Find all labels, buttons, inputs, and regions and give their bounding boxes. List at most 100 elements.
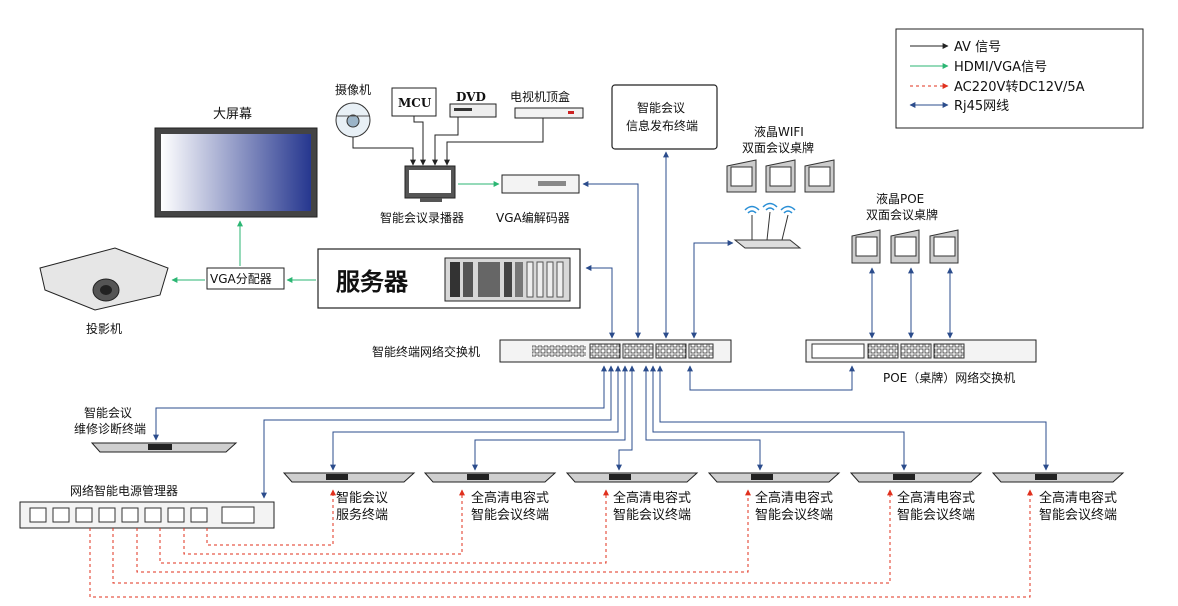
wifi-nameplate-line1: 液晶WIFI <box>754 124 804 139</box>
poe-nameplate <box>890 229 920 264</box>
conference-terminal-line1: 全高清电容式 <box>897 490 975 506</box>
big-screen-display <box>161 134 311 211</box>
camera-label: 摄像机 <box>335 82 371 97</box>
service-terminal: 智能会议 服务终端 <box>282 472 416 523</box>
big-screen-label: 大屏幕 <box>213 107 252 122</box>
conference-terminal-line1: 全高清电容式 <box>613 490 691 506</box>
conference-terminal-line2: 智能会议终端 <box>897 507 975 523</box>
conference-terminal-body <box>849 472 983 483</box>
av-stb-recorder <box>444 118 544 166</box>
publish-terminal-line1: 智能会议 <box>637 100 685 115</box>
power-terminal-5 <box>89 489 1033 598</box>
wifi-signal-icon <box>762 202 778 211</box>
av-dvd-recorder <box>432 117 459 166</box>
main-switch: 智能终端网络交换机 <box>372 339 732 363</box>
rj45-terminal-4 <box>650 365 907 471</box>
vga-splitter-box <box>206 267 285 290</box>
vga-splitter: VGA分配器 <box>206 267 285 290</box>
rj45-server-switch <box>585 265 615 339</box>
camera: 摄像机 <box>335 82 371 138</box>
legend-hdmi-label: HDMI/VGA信号 <box>954 60 1047 75</box>
dvd-player <box>449 103 497 118</box>
vga-codec: VGA编解码器 <box>496 174 580 225</box>
legend-box <box>895 28 1144 129</box>
dvd-label: DVD <box>456 90 486 104</box>
conference-terminal: 全高清电容式 智能会议终端 <box>849 472 983 523</box>
rj45-maint <box>153 365 607 441</box>
poe-nameplates: 液晶POE 双面会议桌牌 <box>851 191 959 264</box>
vga-splitter-label: VGA分配器 <box>210 272 272 286</box>
wifi-nameplate <box>726 159 757 193</box>
recorder: 智能会议录播器 <box>380 165 464 225</box>
power-terminal-3 <box>136 489 751 573</box>
wifi-signal-icon <box>780 205 796 214</box>
conference-terminal: 全高清电容式 智能会议终端 <box>423 472 557 523</box>
recorder-screen <box>409 170 451 193</box>
rj45-router-switch <box>691 240 734 339</box>
conference-terminal-line2: 智能会议终端 <box>1039 507 1117 523</box>
maint-terminal: 智能会议 维修诊断终端 <box>74 405 238 453</box>
rj45-terminal-3 <box>643 365 763 471</box>
stb-label: 电视机顶盒 <box>510 89 570 104</box>
conference-terminal-body <box>423 472 557 483</box>
rj45-terminal-2 <box>616 365 635 471</box>
big-screen: 大屏幕 <box>154 107 318 218</box>
maint-terminal-line1: 智能会议 <box>84 405 132 420</box>
publish-terminal-line2: 信息发布终端 <box>626 118 698 133</box>
power-links <box>89 489 1033 598</box>
recorder-label: 智能会议录播器 <box>380 210 464 225</box>
conference-terminal-line2: 智能会议终端 <box>613 507 691 523</box>
av-camera-recorder <box>352 137 416 166</box>
conference-terminal-line1: 全高清电容式 <box>471 490 549 506</box>
wifi-nameplates: 液晶WIFI 双面会议桌牌 <box>726 124 835 193</box>
power-display <box>221 506 255 524</box>
poe-nameplate <box>929 229 959 264</box>
poe-nameplate <box>851 229 881 264</box>
legend-av-label: AV 信号 <box>954 40 1001 55</box>
service-terminal-line2: 服务终端 <box>336 507 388 523</box>
conference-terminal-line1: 全高清电容式 <box>1039 490 1117 506</box>
publish-terminal: 智能会议 信息发布终端 <box>611 84 718 150</box>
mcu-label: MCU <box>398 96 432 110</box>
legend: AV 信号 HDMI/VGA信号 AC220V转DC12V/5A Rj45网线 <box>895 28 1144 129</box>
conference-terminal-body <box>707 472 841 483</box>
publish-terminal-box <box>611 84 718 150</box>
wifi-nameplate <box>765 159 796 193</box>
conference-terminal-line2: 智能会议终端 <box>755 507 833 523</box>
server-label: 服务器 <box>336 268 409 296</box>
conference-terminal-body <box>991 472 1125 483</box>
wifi-nameplate-line2: 双面会议桌牌 <box>742 141 814 155</box>
recorder-stand <box>420 198 442 202</box>
av-links <box>352 116 544 166</box>
service-terminal-line1: 智能会议 <box>336 491 388 506</box>
wifi-nameplate <box>804 159 835 193</box>
projector: 投影机 <box>39 247 169 336</box>
poe-nameplate-line2: 双面会议桌牌 <box>866 208 938 222</box>
rj45-codec-switch <box>582 181 641 339</box>
camera-lens <box>346 114 360 128</box>
vga-codec-label: VGA编解码器 <box>496 210 570 225</box>
power-terminal-4 <box>112 489 893 584</box>
rj45-terminal-5 <box>657 365 1049 471</box>
conference-terminal: 全高清电容式 智能会议终端 <box>991 472 1125 523</box>
mcu: MCU <box>391 87 437 117</box>
conference-terminal: 全高清电容式 智能会议终端 <box>565 472 699 523</box>
server: 服务器 <box>317 248 581 309</box>
vga-codec-panel <box>538 181 566 186</box>
wifi-router <box>733 202 802 249</box>
rj45-terminal-1 <box>472 365 628 471</box>
wifi-signal-icon <box>744 205 760 214</box>
legend-power-label: AC220V转DC12V/5A <box>954 80 1085 95</box>
main-switch-label: 智能终端网络交换机 <box>372 344 480 359</box>
dvd: DVD <box>449 90 497 118</box>
power-manager: 网络智能电源管理器 <box>19 483 275 529</box>
set-top-box: 电视机顶盒 <box>510 89 584 119</box>
conference-terminal-line2: 智能会议终端 <box>471 507 549 523</box>
projector-label: 投影机 <box>86 321 122 336</box>
poe-switch: POE（桌牌）网络交换机 <box>805 339 1037 385</box>
rj45-switch-poeswitch <box>687 365 855 391</box>
conference-terminal-body <box>565 472 699 483</box>
stb-led <box>568 111 574 114</box>
av-mcu-recorder <box>413 116 426 166</box>
